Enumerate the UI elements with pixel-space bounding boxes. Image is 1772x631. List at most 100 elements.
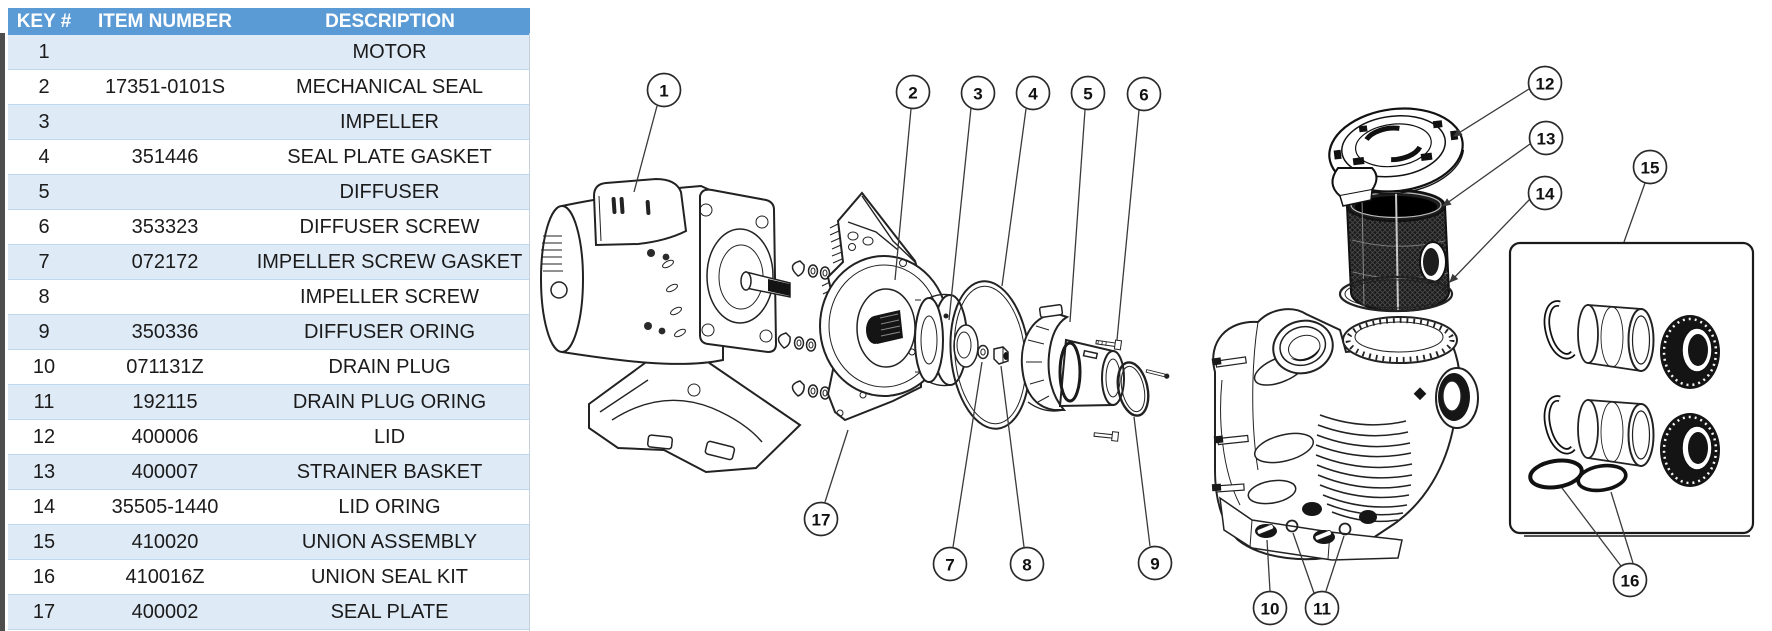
callout-number: 5 — [1083, 85, 1092, 104]
callout-number: 13 — [1537, 130, 1556, 149]
column-header-item: ITEM NUMBER — [97, 10, 233, 32]
cell-desc: MOTOR — [352, 40, 427, 63]
callout-number: 7 — [945, 556, 954, 575]
leader-line — [1441, 143, 1531, 207]
leader-line — [1116, 109, 1140, 341]
motor-bolt-hardware — [777, 260, 831, 400]
column-header-desc: DESCRIPTION — [325, 10, 455, 32]
callout-12: 12 — [1452, 65, 1563, 137]
pump-housing-drawing — [1211, 308, 1479, 561]
leader-line — [1000, 365, 1025, 548]
callout-balloon — [960, 75, 996, 111]
callout-9: 9 — [1133, 416, 1173, 581]
callout-number: 2 — [908, 84, 917, 103]
parts-table-header: KEY # ITEM NUMBER DESCRIPTION — [8, 8, 530, 35]
column-header-key: KEY # — [16, 10, 72, 32]
callout-16: 16 — [1561, 487, 1648, 598]
cell-key: 17 — [32, 600, 56, 623]
cell-desc: LID — [373, 425, 406, 448]
cell-key: 6 — [38, 215, 50, 238]
strainer-basket-drawing — [1345, 188, 1451, 313]
callout-17: 17 — [803, 429, 849, 537]
callout-10: 10 — [1252, 539, 1288, 626]
callout-4: 4 — [1001, 75, 1051, 287]
callout-balloon — [1252, 590, 1288, 626]
cell-item: 350336 — [131, 320, 199, 343]
cell-desc: DIFFUSER SCREW — [299, 215, 480, 238]
cell-key: 4 — [38, 145, 50, 168]
callout-balloon — [1612, 562, 1648, 598]
callout-8: 8 — [1000, 365, 1045, 582]
cell-key: 12 — [32, 425, 56, 448]
callout-number: 17 — [812, 511, 831, 530]
cell-item: 35505-1440 — [111, 495, 219, 518]
callout-number: 14 — [1536, 185, 1555, 204]
cell-item: 400006 — [131, 425, 199, 448]
callout-number: 15 — [1641, 159, 1660, 178]
union-orings-drawing — [1528, 458, 1628, 493]
callout-balloon — [1015, 75, 1051, 111]
callout-2: 2 — [894, 74, 931, 281]
callout-14: 14 — [1449, 175, 1563, 283]
cell-item: 353323 — [131, 215, 199, 238]
callout-balloon — [1528, 120, 1564, 156]
callout-number: 8 — [1022, 556, 1031, 575]
cell-desc: IMPELLER — [340, 110, 439, 133]
cell-desc: IMPELLER SCREW GASKET — [256, 250, 523, 273]
cell-desc: LID ORING — [338, 495, 441, 518]
leader-line — [824, 429, 849, 503]
table-right-border — [529, 33, 530, 631]
callout-balloon — [1070, 75, 1106, 111]
leader-line — [1001, 108, 1027, 287]
cell-key: 10 — [32, 355, 56, 378]
cell-desc: SEAL PLATE GASKET — [287, 145, 492, 168]
callout-balloon — [646, 72, 682, 108]
callout-number: 16 — [1621, 572, 1640, 591]
callout-number: 1 — [659, 82, 668, 101]
impeller-screw-drawing — [977, 344, 1009, 365]
motor-drawing — [540, 177, 802, 474]
callout-balloon — [1527, 175, 1563, 211]
cell-key: 15 — [32, 530, 56, 553]
leader-line — [1610, 491, 1634, 564]
callout-3: 3 — [948, 75, 996, 321]
cell-desc: SEAL PLATE — [330, 600, 449, 623]
seal-plate-drawing — [819, 191, 949, 422]
cell-key: 5 — [38, 180, 50, 203]
callout-number: 4 — [1028, 85, 1038, 104]
callout-balloon — [895, 74, 931, 110]
leader-line — [1452, 88, 1530, 137]
leader-line — [952, 361, 983, 548]
callout-balloon — [1009, 546, 1045, 582]
leader-line — [1561, 487, 1622, 567]
cell-item: 351446 — [131, 145, 199, 168]
diffuser-oring-drawing — [1116, 361, 1150, 417]
cell-item: 072172 — [131, 250, 199, 273]
cell-key: 11 — [33, 390, 55, 413]
cell-key: 1 — [38, 40, 50, 63]
callout-number: 11 — [1313, 600, 1331, 619]
diffuser-screws-drawing — [1093, 339, 1170, 442]
cell-key: 3 — [38, 110, 50, 133]
cell-key: 2 — [38, 75, 50, 98]
callout-balloon — [1137, 545, 1173, 581]
cell-desc: DRAIN PLUG — [328, 355, 451, 378]
union-assembly-box — [1508, 241, 1755, 537]
union-kit-drawing — [1543, 300, 1720, 487]
cell-desc: STRAINER BASKET — [296, 460, 483, 483]
cell-key: 9 — [38, 320, 50, 343]
leader-line — [1069, 109, 1086, 323]
callout-number: 3 — [973, 85, 982, 104]
cell-desc: DRAIN PLUG ORING — [292, 390, 487, 413]
leader-line — [1325, 535, 1345, 592]
callout-balloon — [1632, 149, 1668, 185]
